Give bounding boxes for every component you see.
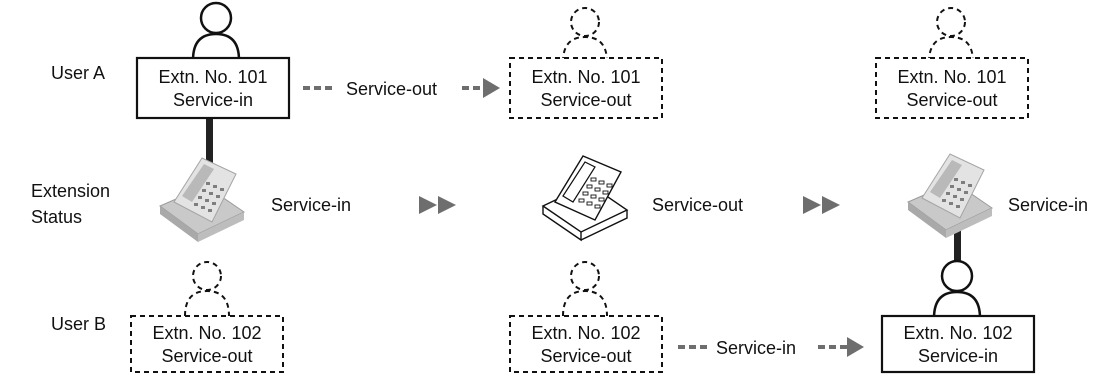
transition-label-user-b: Service-in — [716, 338, 796, 358]
box-a3-status: Service-out — [906, 90, 997, 110]
transition-label-user-a: Service-out — [346, 79, 437, 99]
desk-phone-outline-icon — [542, 155, 628, 241]
extension-box-b1 — [130, 315, 284, 373]
person-dashed-icon — [928, 7, 974, 63]
row-label-status: Status — [31, 207, 82, 227]
extension-box-a3 — [875, 57, 1029, 119]
arrow-head-icon — [847, 337, 864, 357]
person-dashed-icon — [562, 261, 608, 317]
extension-box-a1 — [135, 56, 291, 120]
double-triangle-arrow-icon — [419, 196, 456, 214]
box-b2-extension: Extn. No. 102 — [531, 323, 640, 343]
person-dashed-icon — [184, 261, 230, 317]
box-b3-status: Service-in — [918, 346, 998, 366]
box-b1-extension: Extn. No. 102 — [152, 323, 261, 343]
extension-box-b2 — [509, 315, 663, 373]
box-b2-status: Service-out — [540, 346, 631, 366]
desk-phone-icon — [907, 153, 993, 239]
box-a3-extension: Extn. No. 101 — [897, 67, 1006, 87]
box-b3-extension: Extn. No. 102 — [903, 323, 1012, 343]
double-triangle-arrow-icon — [803, 196, 840, 214]
phone3-status: Service-in — [1008, 195, 1088, 215]
row-label-extension: Extension — [31, 181, 110, 201]
box-a2-extension: Extn. No. 101 — [531, 67, 640, 87]
phone1-status: Service-in — [271, 195, 351, 215]
box-a2-status: Service-out — [540, 90, 631, 110]
extension-box-b3 — [880, 314, 1036, 374]
person-icon — [191, 1, 241, 62]
person-dashed-icon — [562, 7, 608, 63]
phone2-status: Service-out — [652, 195, 743, 215]
connection-line-user-b — [954, 230, 961, 274]
box-a1-status: Service-in — [173, 90, 253, 110]
row-label-user-b: User B — [51, 314, 106, 334]
connection-line-user-a — [206, 116, 213, 180]
desk-phone-icon — [159, 157, 245, 243]
arrow-head-icon — [483, 78, 500, 98]
box-b1-status: Service-out — [161, 346, 252, 366]
row-label-user-a: User A — [51, 63, 105, 83]
extension-box-a2 — [509, 57, 663, 119]
person-icon — [932, 259, 982, 320]
box-a1-extension: Extn. No. 101 — [158, 67, 267, 87]
